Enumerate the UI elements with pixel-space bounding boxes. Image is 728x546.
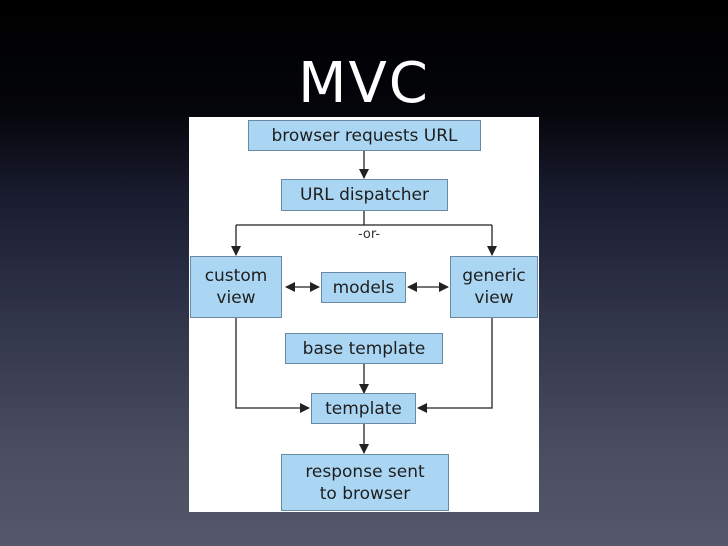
slide-title: MVC (298, 51, 430, 116)
arrow-custom-view-to-template (235, 318, 310, 413)
or-label: -or- (349, 227, 389, 243)
url-dispatcher-box: URL dispatcher (281, 179, 448, 211)
connector-lines (231, 151, 497, 454)
browser-requests-url-box: browser requests URL (248, 120, 481, 151)
generic-view-box: generic view (450, 256, 538, 318)
mvc-flow-diagram: -or- browser requests URL URL dispatcher… (189, 117, 539, 512)
models-box: models (321, 272, 406, 303)
response-sent-box: response sent to browser (281, 454, 449, 511)
base-template-box: base template (285, 333, 443, 364)
custom-view-box: custom view (190, 256, 282, 318)
arrow-generic-view-to-template (417, 318, 493, 413)
template-box: template (311, 393, 416, 424)
